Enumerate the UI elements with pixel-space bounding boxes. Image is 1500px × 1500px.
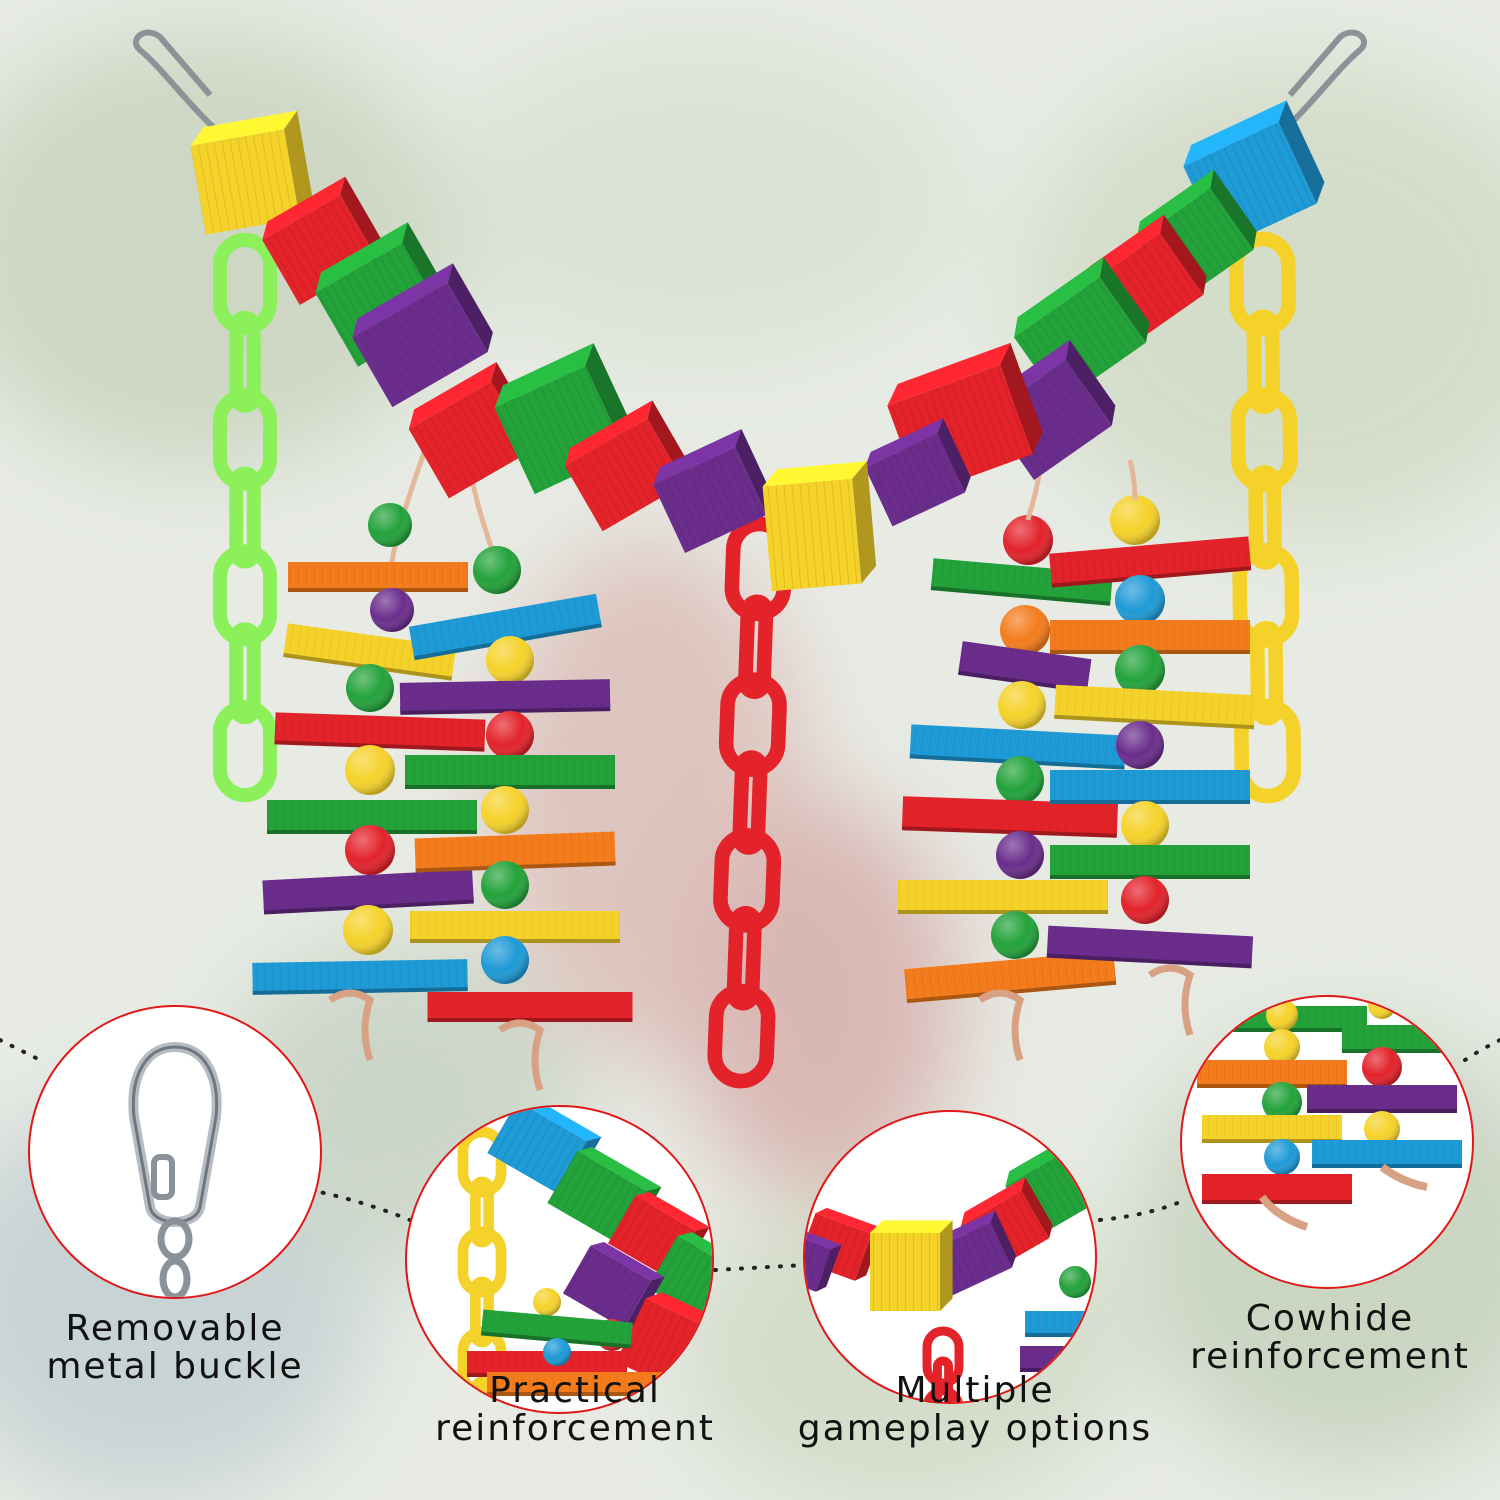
hanging-strand <box>252 503 486 995</box>
leather-knot <box>977 989 1025 1062</box>
wood-slat <box>274 712 486 752</box>
wood-block <box>190 110 313 235</box>
wood-slat <box>1202 1174 1352 1204</box>
wood-block <box>805 1227 842 1292</box>
callout-label-chain: Practical reinforcement <box>405 1372 745 1448</box>
wood-slat <box>1342 1025 1472 1053</box>
wood-slat <box>1312 1140 1462 1168</box>
hanging-strand <box>399 546 633 1022</box>
wood-slat <box>405 755 615 789</box>
zoom-circle-cowhide <box>1180 995 1474 1289</box>
wood-block <box>887 342 1043 496</box>
wood-slat <box>957 641 1092 693</box>
leather-knot <box>327 989 375 1062</box>
wood-block <box>653 429 774 554</box>
wood-slat <box>1046 925 1254 969</box>
wood-block <box>647 1232 712 1328</box>
wood-slat <box>1049 536 1252 588</box>
wood-slat <box>1025 1311 1095 1337</box>
wood-block <box>562 1242 665 1329</box>
wood-block <box>865 418 971 527</box>
wood-slat <box>427 992 633 1022</box>
callout-line1: Multiple <box>895 1370 1055 1411</box>
wood-block <box>262 176 383 305</box>
leather-knot <box>1147 964 1195 1037</box>
zoom-circle-buckle <box>28 1005 322 1299</box>
wood-slat <box>1307 1085 1457 1113</box>
wood-slat <box>930 558 1113 606</box>
plastic-chain <box>707 516 793 1089</box>
dotted-connector-lines <box>0 1038 1500 1272</box>
leather-knot-icon <box>1197 997 1472 1231</box>
callout-line1: Practical <box>489 1370 661 1411</box>
callout-line2: gameplay options <box>797 1408 1153 1449</box>
plastic-chain <box>1228 231 1302 804</box>
wood-slat <box>1020 1346 1095 1372</box>
callout-label-buckle: Removable metal buckle <box>20 1310 330 1386</box>
wood-slat <box>901 796 1118 838</box>
plastic-chain <box>922 1326 964 1402</box>
wood-slat <box>1050 845 1250 879</box>
wood-slat <box>262 869 474 915</box>
wood-slat <box>1202 1115 1342 1143</box>
wood-slat <box>1050 770 1250 804</box>
zoom-circle-blocks <box>803 1110 1097 1404</box>
wood-block <box>352 263 493 408</box>
wood-slat <box>487 1372 667 1396</box>
carabiner-icon <box>128 1041 222 1297</box>
callout-line2: metal buckle <box>46 1346 304 1387</box>
wood-slat <box>480 1309 633 1349</box>
center-yellow-block <box>762 461 877 592</box>
callout-line2: reinforcement <box>1190 1336 1470 1377</box>
hanging-strand <box>1046 495 1256 969</box>
leather-knot <box>497 1019 545 1092</box>
wood-slat <box>252 959 468 995</box>
wood-slat <box>399 679 611 715</box>
wood-slat <box>909 724 1127 770</box>
wood-block <box>615 1292 712 1396</box>
wood-slat <box>904 950 1117 1004</box>
wood-block <box>870 1220 953 1311</box>
zoom-circle-chain <box>405 1105 714 1414</box>
wood-slat <box>1054 684 1256 730</box>
wood-slat <box>288 562 468 592</box>
callout-label-cowhide: Cowhide reinforcement <box>1170 1300 1490 1376</box>
hanging-strand <box>898 515 1127 1004</box>
wood-slat <box>898 880 1108 914</box>
chain-link-icon <box>457 1107 712 1412</box>
wood-block-icon <box>805 1131 1095 1402</box>
callout-line1: Cowhide <box>1245 1298 1415 1339</box>
callout-label-blocks: Multiple gameplay options <box>780 1372 1170 1448</box>
wood-slat <box>1197 1060 1347 1088</box>
plastic-chain <box>213 232 277 803</box>
callout-line1: Removable <box>65 1308 285 1349</box>
callout-line2: reinforcement <box>435 1408 715 1449</box>
plastic-chain <box>457 1126 507 1412</box>
